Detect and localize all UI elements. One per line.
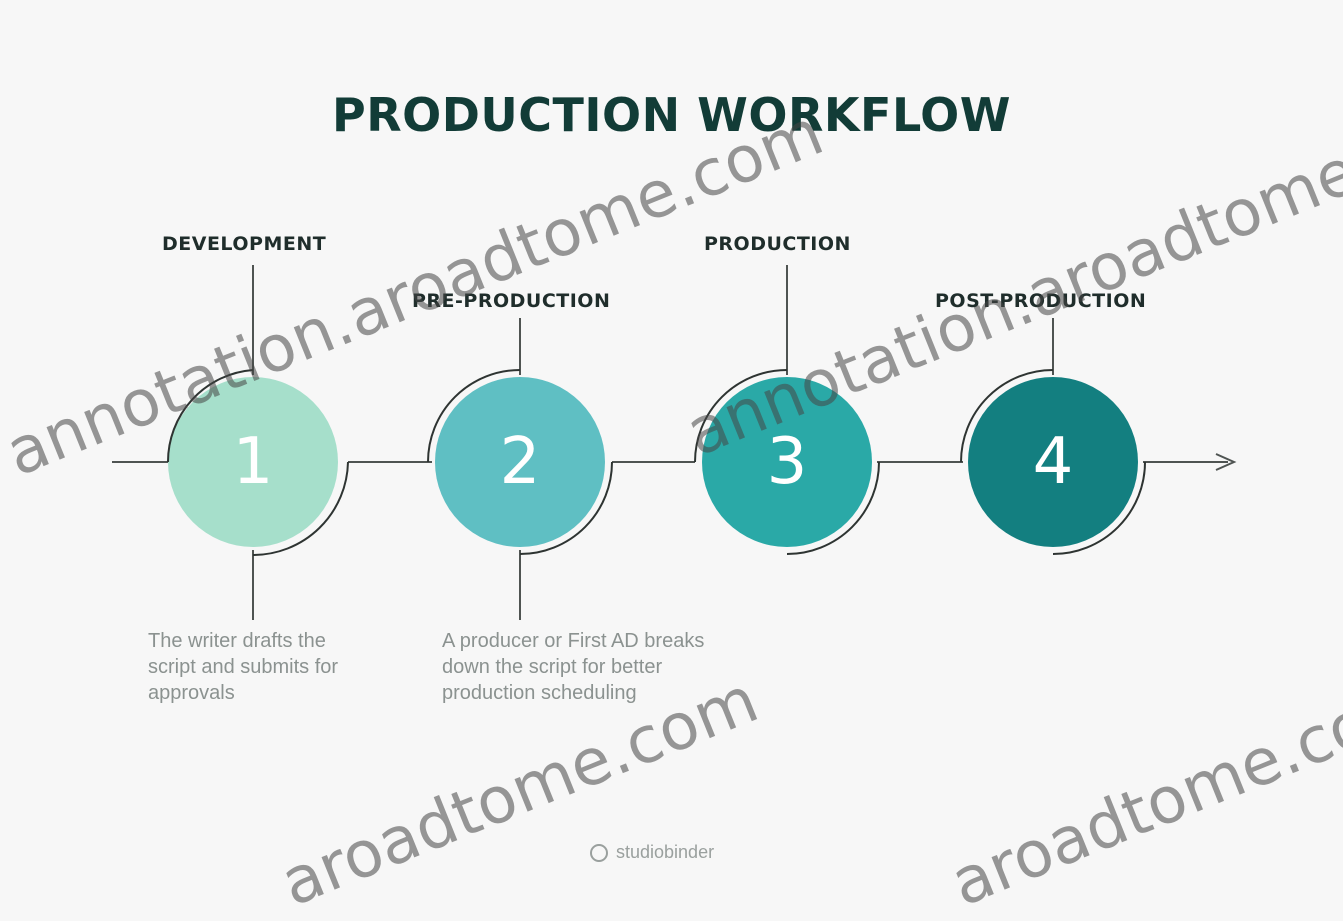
stage-label-post-production: POST-PRODUCTION (935, 290, 1147, 312)
description-pre-production: A producer or First AD breaks down the s… (442, 630, 705, 704)
description-development: The writer drafts the script and submits… (148, 630, 339, 704)
step-circle-1 (168, 377, 338, 547)
page-title: PRODUCTION WORKFLOW (332, 88, 1011, 142)
ring-arc (1052, 461, 1146, 555)
step-number-3: 3 (766, 425, 808, 499)
ring-arc (960, 369, 1054, 463)
footer-brand-text: studiobinder (616, 842, 715, 862)
ring-arc (519, 461, 613, 555)
ring-arc (166, 369, 254, 463)
step-number-2: 2 (499, 425, 541, 499)
footer-brand: studiobinder (590, 842, 714, 863)
ring-arc (252, 461, 349, 556)
studiobinder-logo-icon (590, 844, 608, 863)
step-circle-4 (968, 377, 1138, 547)
ring-arc (786, 461, 880, 555)
stage-label-pre-production: PRE-PRODUCTION (412, 290, 611, 312)
ring-arc (694, 369, 788, 463)
ring-arc (427, 369, 521, 463)
step-number-4: 4 (1032, 425, 1074, 499)
stage-label-production: PRODUCTION (704, 233, 851, 255)
step-circle-3 (702, 377, 872, 547)
step-circle-2 (435, 377, 605, 547)
stage-label-development: DEVELOPMENT (162, 233, 327, 255)
arrow-head (1215, 453, 1237, 471)
step-number-1: 1 (232, 425, 274, 499)
